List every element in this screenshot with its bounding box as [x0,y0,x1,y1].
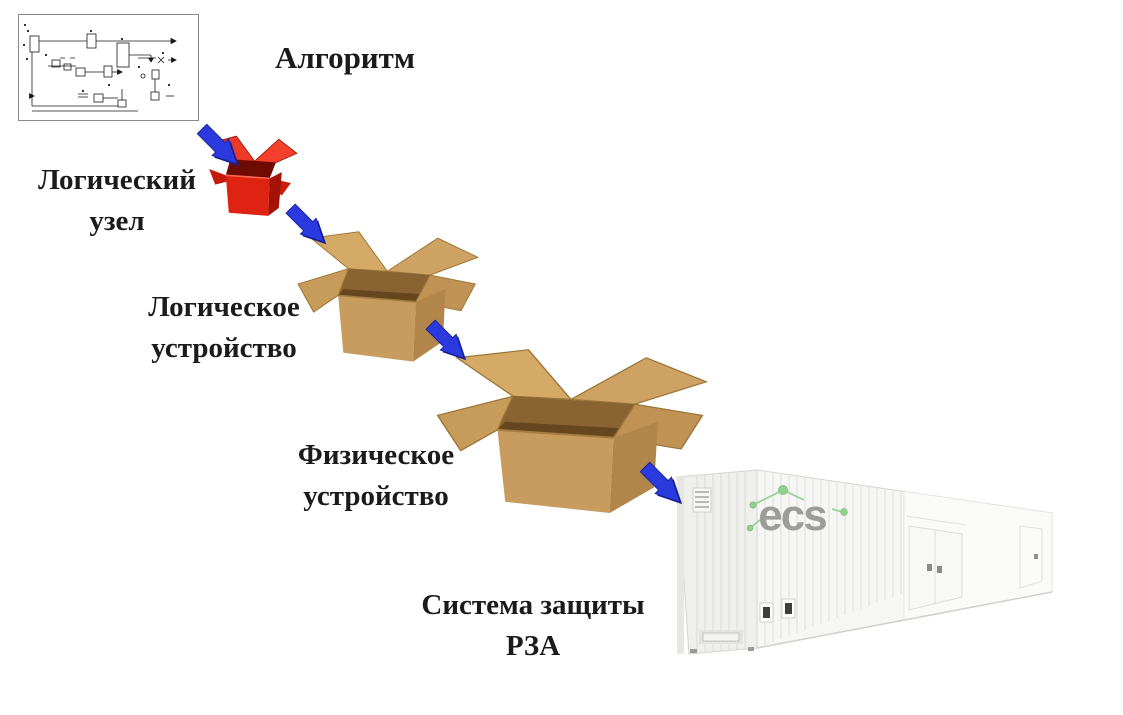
label-physical-device-line2: устройство [303,479,449,512]
label-protection-system-line2: РЗА [505,629,561,662]
label-algorithm-text: Алгоритм [274,40,416,75]
label-logical-device: Логическое устройство [148,287,299,368]
label-logical-device-line1: Логическое [148,291,300,323]
container-door [905,515,967,611]
label-logical-device-line2: устройство [151,331,297,364]
side-vents [759,598,796,623]
label-protection-system: Система защиты РЗА [421,585,644,666]
cardboard-box-medium-image [297,231,480,362]
cardboard-box-large-image [436,349,709,513]
circuit-schematic-image [18,14,199,121]
ecs-logo-text: ecs [758,491,826,540]
blue-arrow-icon-3 [425,319,467,361]
label-protection-system-line1: Система защиты [421,589,645,621]
label-physical-device-line1: Физическое [297,439,455,471]
blue-arrow-icon-1 [196,123,240,167]
blue-arrow-icon-2 [285,203,327,245]
blue-arrow-icon-4 [639,461,683,505]
label-logical-node-line2: узел [89,204,145,237]
label-physical-device: Физическое устройство [298,435,454,516]
container-right-door [1019,525,1043,589]
shipping-container-image: ecs [676,469,1053,655]
label-logical-node: Логический узел [38,160,196,241]
louver-vent [692,487,712,513]
label-logical-node-line1: Логический [38,164,196,196]
ecs-logo: ecs [746,485,848,540]
label-algorithm: Алгоритм [275,36,415,79]
